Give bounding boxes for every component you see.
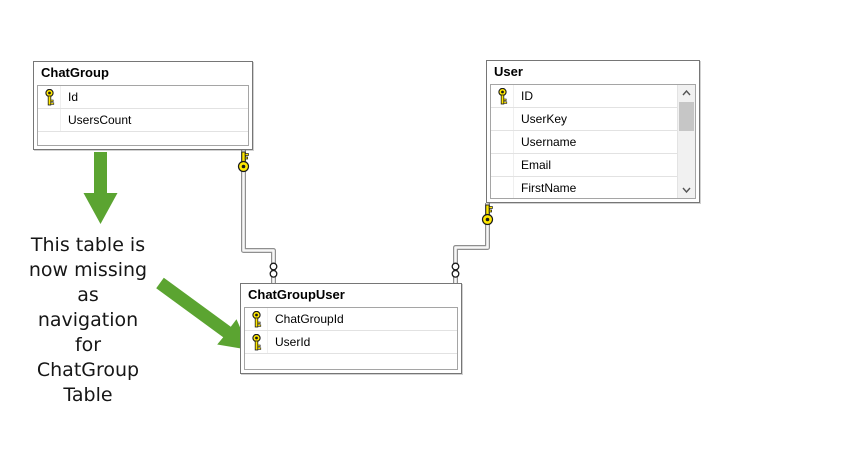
- primary-key-icon: [44, 88, 54, 105]
- column-name: ChatGroupId: [275, 312, 344, 326]
- one-end-key-icon: [481, 204, 494, 226]
- table-columns-grid: ID UserKey Username Email FirstName: [490, 84, 696, 199]
- table-chatgroup[interactable]: ChatGroup Id: [33, 61, 253, 150]
- table-row[interactable]: ChatGroupId: [245, 308, 457, 331]
- relationship-chatgroup-chatgroupuser[interactable]: [237, 150, 278, 283]
- table-columns-grid: Id UsersCount: [37, 85, 249, 146]
- table-columns-grid: ChatGroupId UserId: [244, 307, 458, 370]
- relationship-user-chatgroupuser[interactable]: [451, 203, 494, 283]
- primary-key-icon: [251, 310, 261, 327]
- column-name: ID: [521, 89, 533, 103]
- table-row[interactable]: Username: [491, 131, 678, 154]
- one-end-key-icon: [237, 151, 250, 173]
- table-user[interactable]: User ID: [486, 60, 700, 203]
- column-name: Id: [68, 90, 79, 104]
- scroll-up-button[interactable]: [678, 85, 695, 101]
- column-name: UsersCount: [68, 113, 132, 127]
- table-title: User: [494, 64, 523, 79]
- scroll-down-icon: [682, 187, 691, 193]
- scroll-up-icon: [682, 90, 691, 96]
- table-row[interactable]: UserId: [245, 331, 457, 354]
- vertical-scrollbar[interactable]: [677, 85, 695, 198]
- table-row[interactable]: Email: [491, 154, 678, 177]
- table-chatgroupuser[interactable]: ChatGroupUser ChatGroupId: [240, 283, 462, 374]
- scrollbar-thumb[interactable]: [679, 102, 694, 131]
- table-row[interactable]: ID: [491, 85, 678, 108]
- scroll-down-button[interactable]: [678, 182, 695, 198]
- annotation-diagonal-arrow-icon: [156, 277, 250, 350]
- column-name: FirstName: [521, 181, 577, 195]
- table-row[interactable]: FirstName: [491, 177, 678, 198]
- table-row[interactable]: Id: [38, 86, 248, 109]
- many-end-infinity-icon: [451, 262, 460, 278]
- column-name: UserKey: [521, 112, 568, 126]
- column-name: UserId: [275, 335, 311, 349]
- table-row[interactable]: UserKey: [491, 108, 678, 131]
- column-name: Username: [521, 135, 577, 149]
- annotation-note: This table is now missing as navigation …: [28, 234, 148, 406]
- annotation-down-arrow-icon: [83, 152, 118, 224]
- table-row[interactable]: UsersCount: [38, 109, 248, 132]
- table-title: ChatGroupUser: [248, 287, 345, 302]
- column-name: Email: [521, 158, 552, 172]
- primary-key-icon: [497, 87, 507, 104]
- table-title: ChatGroup: [41, 65, 109, 80]
- many-end-infinity-icon: [269, 262, 278, 278]
- primary-key-icon: [251, 333, 261, 350]
